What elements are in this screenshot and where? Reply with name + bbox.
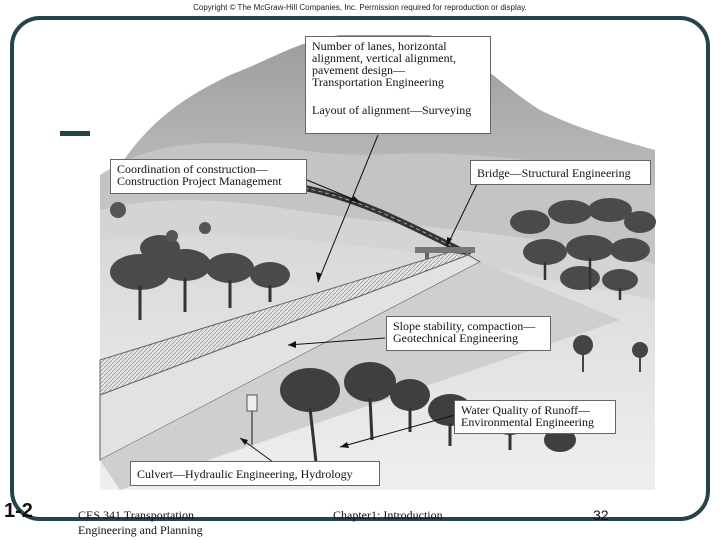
callout-line: Number of lanes, horizontal [312,39,447,53]
callout-hydraulic-engineering: Culvert—Hydraulic Engineering, Hydrology [130,461,380,486]
slide-number: 1-2 [4,500,33,522]
callout-line: Water Quality of Runoff— [461,403,591,417]
copyright-notice: Copyright © The McGraw-Hill Companies, I… [193,3,527,12]
callout-line: Coordination of construction— [117,162,268,176]
callout-line: Geotechnical Engineering [393,331,518,345]
callout-structural-engineering: Bridge—Structural Engineering [470,160,651,185]
course-title: CES 341 Transportation Engineering and P… [78,508,203,538]
page-number: 32 [593,507,609,523]
callout-line-surveying: Layout of alignment—Surveying [312,103,472,117]
callout-line: Bridge—Structural Engineering [477,166,631,180]
callout-line: Slope stability, compaction— [393,319,536,333]
course-line: CES 341 Transportation [78,508,195,522]
slide-frame [10,16,710,521]
callout-line: alignment, vertical alignment, [312,51,456,65]
course-line: Engineering and Planning [78,523,203,537]
callout-transportation-engineering: Number of lanes, horizontal alignment, v… [305,36,491,134]
callout-line: Transportation Engineering [312,75,444,89]
callout-geotechnical-engineering: Slope stability, compaction— Geotechnica… [386,316,551,351]
callout-environmental-engineering: Water Quality of Runoff— Environmental E… [454,400,616,434]
callout-line: Construction Project Management [117,174,282,188]
callout-line: Environmental Engineering [461,415,594,429]
chapter-title: Chapter1: Introduction [333,508,443,522]
callout-construction-management: Coordination of construction— Constructi… [110,159,307,194]
accent-bar [60,131,90,136]
callout-line: pavement design— [312,63,405,77]
callout-line: Culvert—Hydraulic Engineering, Hydrology [137,467,353,481]
